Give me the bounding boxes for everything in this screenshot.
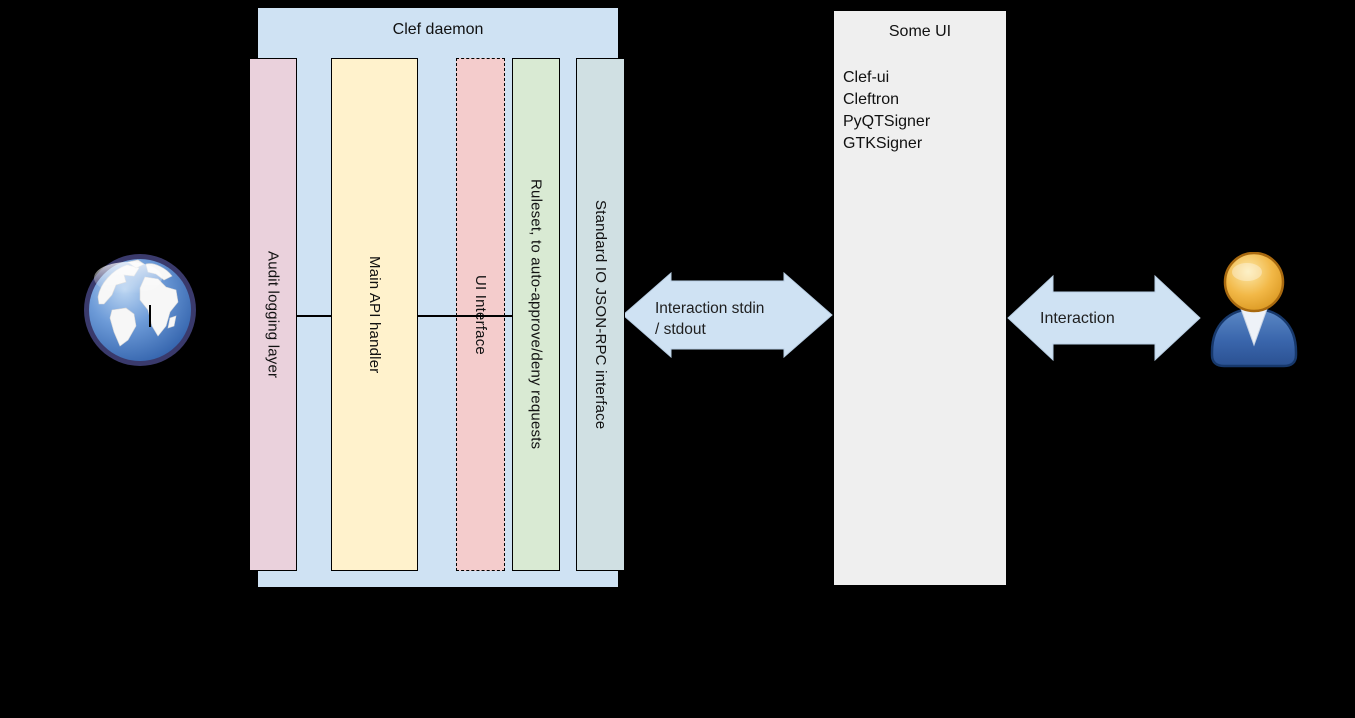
list-item-cleftron: Cleftron: [843, 91, 900, 108]
arrow-label-line1: Interaction stdin: [655, 300, 764, 317]
person-icon: [1210, 252, 1298, 368]
list-item-pyqtsigner: PyQTSigner: [843, 113, 931, 130]
list-item-gtksigner: GTKSigner: [843, 135, 923, 152]
double-arrow-shape: [622, 272, 833, 358]
bar-ui-interface: UI Interface: [456, 58, 505, 571]
double-arrow-ui-user: Interaction: [1007, 274, 1201, 362]
bar-ruleset: Ruleset, to auto-approve/deny requests: [512, 58, 560, 571]
globe-highlight: [94, 262, 162, 294]
person-head-highlight: [1232, 263, 1262, 281]
bar-label-ui-interface: UI Interface: [472, 274, 489, 355]
clef-daemon-container: Clef daemon: [258, 8, 618, 587]
clef-daemon-title: Clef daemon: [392, 21, 484, 38]
double-arrow-daemon-ui: Interaction stdin / stdout: [622, 272, 833, 358]
some-ui-box: Some UI Clef-ui Cleftron PyQTSigner GTKS…: [833, 10, 1007, 586]
arrow-label: Interaction: [1040, 310, 1115, 327]
list-item-clef-ui: Clef-ui: [843, 69, 890, 86]
globe-icon: [84, 254, 196, 366]
connector-api-to-ruleset: [418, 315, 513, 317]
bar-audit-logging-layer: Audit logging layer: [249, 58, 297, 571]
bar-main-api-handler: Main API handler: [331, 58, 418, 571]
bar-stdio-jsonrpc: Standard IO JSON-RPC interface: [576, 58, 625, 571]
globe-connector-stub: [149, 305, 151, 327]
connector-audit-to-api: [297, 315, 331, 317]
some-ui-title: Some UI: [888, 23, 952, 40]
bar-label-audit: Audit logging layer: [264, 250, 282, 379]
person-head: [1223, 252, 1285, 313]
some-ui-list: Clef-ui Cleftron PyQTSigner GTKSigner: [834, 67, 1006, 155]
arrow-label-line2: / stdout: [655, 321, 707, 338]
bar-label-ruleset: Ruleset, to auto-approve/deny requests: [527, 179, 545, 450]
bar-label-main-api: Main API handler: [366, 255, 383, 374]
bar-label-stdio: Standard IO JSON-RPC interface: [592, 199, 609, 430]
double-arrow-shape: [1007, 274, 1201, 362]
